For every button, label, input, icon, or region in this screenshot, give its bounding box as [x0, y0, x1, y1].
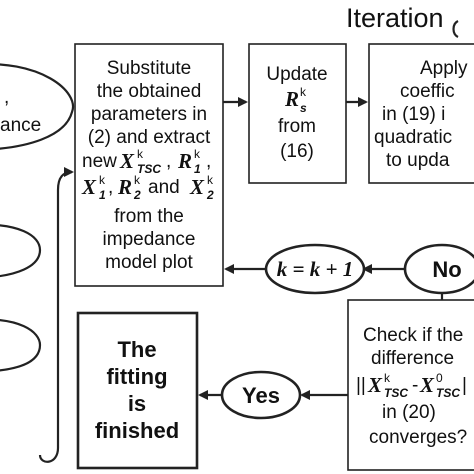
- substitute-line-3: parameters in: [91, 104, 207, 125]
- no-label: No: [432, 257, 461, 282]
- formula-minus: -: [412, 375, 418, 396]
- var-r2-sub: 2: [133, 188, 141, 202]
- formula-x0: X: [419, 373, 435, 397]
- loop-connector-arrow: [38, 167, 74, 463]
- var-x2-sub: 2: [206, 188, 214, 202]
- var-r1-sub: 1: [194, 162, 201, 176]
- yes-label: Yes: [242, 383, 280, 408]
- check-line-3: in (20): [382, 402, 436, 423]
- left-oval-text-fragment: ance: [0, 115, 41, 136]
- update-line-1: Update: [266, 64, 327, 85]
- var-r1-sup: k: [194, 147, 201, 161]
- var-rs: R: [284, 87, 299, 111]
- title-paren-fragment: [452, 20, 459, 38]
- apply-line-5: to upda: [386, 150, 450, 171]
- var-rs-sub: s: [300, 101, 307, 115]
- var-x-tsc: X: [119, 149, 135, 173]
- check-box: [347, 299, 474, 471]
- var-x-tsc-sup: k: [137, 147, 144, 161]
- apply-line-3: in (19) i: [382, 104, 445, 125]
- substitute-line-2: the obtained: [97, 81, 202, 102]
- formula-bar-open: ||: [356, 375, 366, 396]
- var-x2-sup: k: [207, 173, 214, 187]
- check-line-2: difference: [371, 348, 454, 369]
- var-x1-sup: k: [99, 173, 106, 187]
- formula-x-tsc: X: [367, 373, 383, 397]
- iteration-title: Iteration: [346, 3, 444, 33]
- comma-2: ,: [206, 151, 211, 172]
- formula-x0-sup: 0: [436, 371, 443, 385]
- update-line-from: from: [278, 116, 316, 137]
- comma-1: ,: [166, 151, 171, 172]
- finished-line-4: finished: [95, 418, 179, 443]
- check-line-1: Check if the: [363, 325, 463, 346]
- substitute-line-1: Substitute: [107, 58, 192, 79]
- finished-line-3: is: [128, 391, 146, 416]
- formula-bar-close: |: [462, 375, 467, 396]
- apply-line-1: Apply: [420, 58, 468, 79]
- left-oval-middle: [0, 224, 42, 278]
- finished-box: [76, 311, 199, 470]
- finished-line-2: fitting: [106, 364, 167, 389]
- substitute-line-impedance: impedance: [103, 229, 196, 250]
- increment-label: k = k + 1: [277, 257, 353, 281]
- substitute-line-4: (2) and extract: [88, 127, 211, 148]
- left-oval-comma: ,: [4, 87, 9, 108]
- var-r2-sup: k: [134, 173, 141, 187]
- formula-x0-sub: TSC: [436, 386, 460, 400]
- apply-line-4: quadratic: [374, 127, 452, 148]
- var-x-tsc-sub: TSC: [137, 162, 161, 176]
- check-line-4: converges?: [369, 427, 467, 448]
- var-rs-sup: k: [300, 85, 307, 99]
- var-x1: X: [81, 175, 97, 199]
- apply-box: [368, 43, 474, 184]
- apply-line-2: coeffic: [400, 81, 455, 102]
- update-box: [248, 43, 347, 184]
- substitute-line-model: model plot: [105, 252, 193, 273]
- left-oval-bottom: [0, 319, 42, 372]
- var-x1-sub: 1: [99, 188, 106, 202]
- var-r1: R: [177, 149, 192, 173]
- formula-x-tsc-sup: k: [384, 371, 391, 385]
- comma-3: ,: [108, 177, 113, 198]
- var-x2: X: [189, 175, 205, 199]
- var-r2: R: [117, 175, 132, 199]
- formula-x-tsc-sub: TSC: [384, 386, 408, 400]
- finished-line-1: The: [117, 337, 156, 362]
- substitute-word-and: and: [148, 177, 180, 198]
- substitute-word-new: new: [82, 151, 117, 172]
- left-oval-top: [0, 63, 75, 150]
- substitute-box: [74, 43, 224, 287]
- substitute-line-from: from the: [114, 206, 184, 227]
- update-line-ref: (16): [280, 141, 314, 162]
